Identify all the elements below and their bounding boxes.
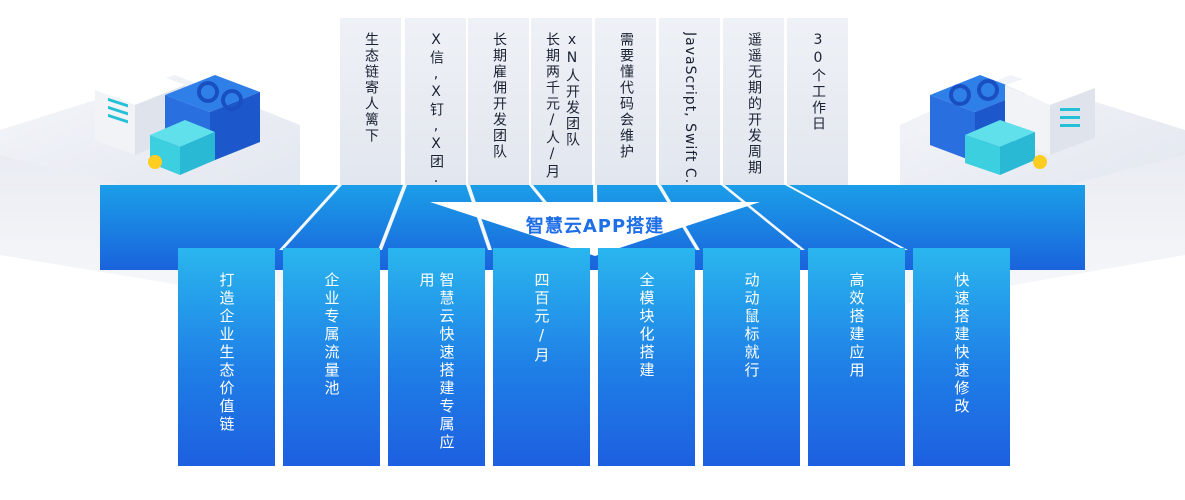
bottom-column-6: 动动鼠标就行 — [703, 248, 800, 466]
bottom-column-text: 智慧云快速搭建专属应用 — [417, 272, 456, 452]
top-column-text: xN人开发团队 长期两千元/人/月 — [544, 32, 580, 180]
bottom-column-4: 四百元/月 — [493, 248, 590, 466]
bottom-column-text: 动动鼠标就行 — [742, 272, 761, 380]
banner-arrow — [430, 202, 760, 256]
top-column-4: xN人开发团队 长期两千元/人/月 — [531, 18, 593, 186]
bottom-column-text: 高效搭建应用 — [847, 272, 866, 380]
top-column-5: 需要懂代码会维护 — [595, 18, 657, 186]
bottom-column-text: 快速搭建快速修改 — [952, 272, 971, 416]
banner-title: 智慧云APP搭建 — [525, 216, 665, 237]
top-column-text: 生态链寄人篱下 — [363, 32, 379, 144]
bottom-column-3: 智慧云快速搭建专属应用 — [388, 248, 485, 466]
bottom-column-8: 快速搭建快速修改 — [913, 248, 1010, 466]
top-column-1: 生态链寄人篱下 — [340, 18, 402, 186]
bottom-column-text: 企业专属流量池 — [322, 272, 341, 398]
top-column-text: JavaScript, Swift C.. — [682, 32, 698, 190]
bottom-column-text: 打造企业生态价值链 — [217, 272, 236, 434]
top-column-text: 长期雇佣开发团队 — [491, 32, 507, 160]
server-blocks-icon — [95, 70, 260, 175]
server-blocks-icon — [930, 70, 1095, 175]
top-column-8: 30个工作日 — [787, 18, 849, 186]
bottom-column-7: 高效搭建应用 — [808, 248, 905, 466]
top-column-6: JavaScript, Swift C.. — [659, 18, 721, 190]
top-column-7: 遥遥无期的开发周期 — [723, 18, 785, 186]
top-column-text: 遥遥无期的开发周期 — [746, 32, 762, 176]
bottom-column-text: 全模块化搭建 — [637, 272, 656, 380]
bottom-column-2: 企业专属流量池 — [283, 248, 380, 466]
bottom-column-text: 四百元/月 — [532, 272, 551, 365]
top-column-2: X信,X钉,X团.. — [405, 18, 467, 192]
top-column-text: 30个工作日 — [810, 32, 826, 132]
top-column-text: 需要懂代码会维护 — [618, 32, 634, 160]
bottom-column-1: 打造企业生态价值链 — [178, 248, 275, 466]
bottom-column-5: 全模块化搭建 — [598, 248, 695, 466]
top-column-text: X信,X钉,X团.. — [428, 32, 444, 192]
top-column-3: 长期雇佣开发团队 — [468, 18, 530, 186]
